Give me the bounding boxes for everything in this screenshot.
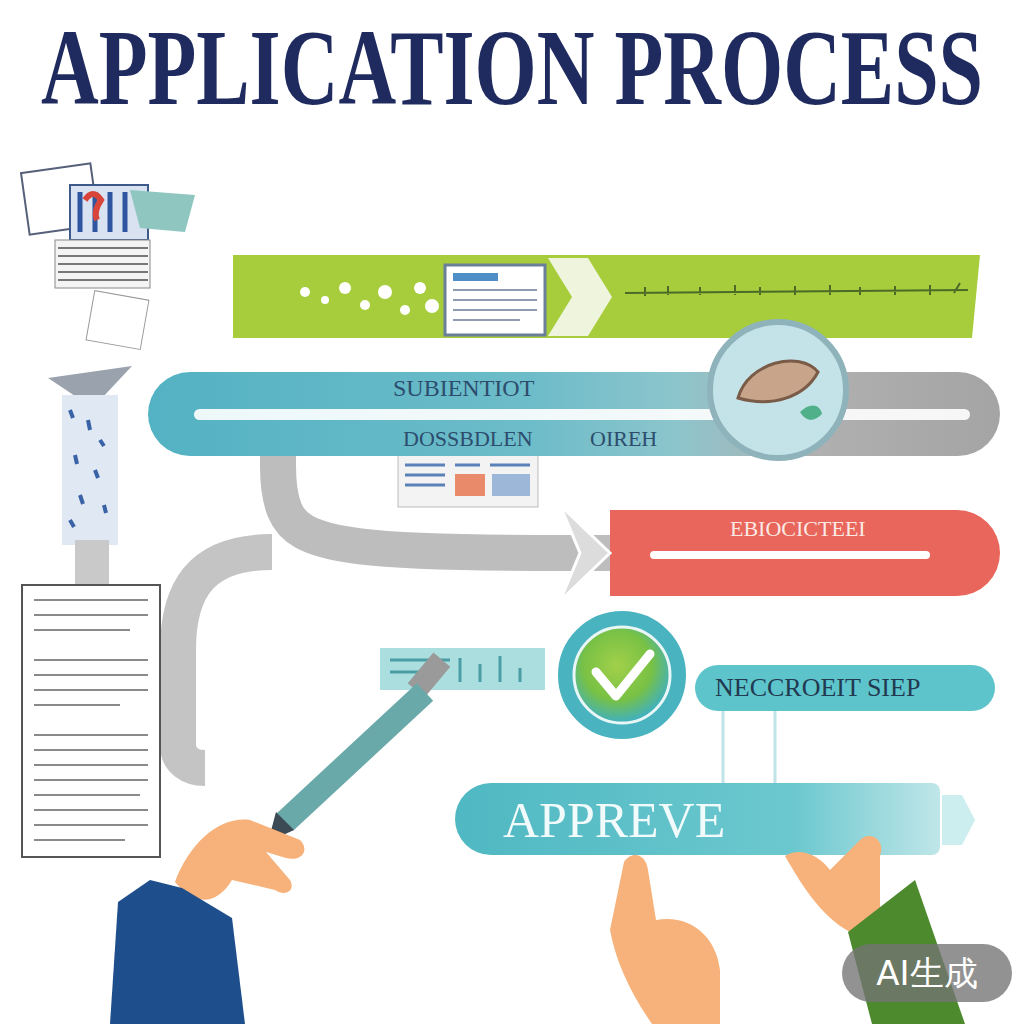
tower-body bbox=[62, 395, 118, 545]
scribble-line bbox=[625, 283, 968, 296]
band-stripe bbox=[194, 409, 970, 420]
tower-speckles bbox=[70, 410, 106, 527]
dot bbox=[400, 305, 410, 315]
document-page bbox=[22, 585, 160, 857]
dot bbox=[378, 285, 392, 299]
pen-nib bbox=[268, 812, 294, 842]
hand bbox=[610, 855, 720, 1024]
dot bbox=[360, 300, 370, 310]
document-icon bbox=[445, 265, 545, 335]
watermark: AI生成 bbox=[842, 944, 1012, 1002]
document-lines bbox=[453, 290, 537, 320]
dot bbox=[321, 296, 329, 304]
tower-base bbox=[75, 540, 109, 585]
stack-lines bbox=[58, 248, 148, 280]
band-label: NECCROEIT SIEP bbox=[715, 675, 920, 701]
chevron bbox=[548, 258, 612, 336]
pen-body bbox=[285, 692, 425, 822]
end-tab bbox=[942, 795, 975, 845]
leader-line bbox=[774, 711, 777, 783]
connector-line bbox=[722, 711, 725, 783]
process-band: EBIOCICTEEI bbox=[610, 510, 1000, 596]
document-lines bbox=[34, 600, 148, 840]
folder-stripes bbox=[80, 192, 125, 232]
sleeve bbox=[110, 880, 245, 1024]
chart-box bbox=[380, 648, 545, 690]
teal-flap bbox=[130, 190, 195, 232]
process-band: SUBIENTIOT DOSSBDLEN OIREH bbox=[148, 372, 1000, 456]
hand bbox=[175, 820, 304, 900]
dot bbox=[425, 299, 439, 313]
table-image bbox=[398, 455, 538, 507]
red-mark bbox=[85, 194, 101, 220]
check-mark bbox=[596, 654, 650, 696]
band-sublabel: DOSSBDLEN bbox=[403, 428, 533, 450]
diagram-title: APPLICATION PROCESS bbox=[41, 14, 983, 122]
dot bbox=[414, 282, 426, 294]
flow-pipe bbox=[278, 456, 610, 553]
document-bar bbox=[453, 273, 498, 281]
check-circle bbox=[574, 627, 670, 723]
gray-pipe bbox=[178, 552, 272, 768]
band-label: APPREVE bbox=[503, 795, 725, 845]
green-band bbox=[233, 255, 980, 338]
band-label: SUBIENTIOT bbox=[393, 376, 534, 400]
dot bbox=[300, 287, 310, 297]
pen-clip bbox=[408, 653, 451, 698]
table-cell bbox=[455, 474, 485, 496]
band-stripe bbox=[650, 551, 930, 559]
paper-sheet bbox=[86, 291, 149, 350]
tower-cap bbox=[48, 366, 132, 398]
dot bbox=[339, 282, 351, 294]
paper-stack bbox=[55, 240, 150, 288]
band-label: EBIOCICTEEI bbox=[730, 518, 866, 540]
process-band: APPREVE bbox=[455, 783, 940, 855]
table-cell bbox=[492, 474, 530, 496]
band-sublabel: OIREH bbox=[590, 428, 657, 450]
dot-cluster bbox=[300, 282, 439, 315]
step-pill: NECCROEIT SIEP bbox=[695, 665, 995, 711]
chart-marks bbox=[390, 656, 520, 682]
check-ring bbox=[556, 609, 688, 741]
